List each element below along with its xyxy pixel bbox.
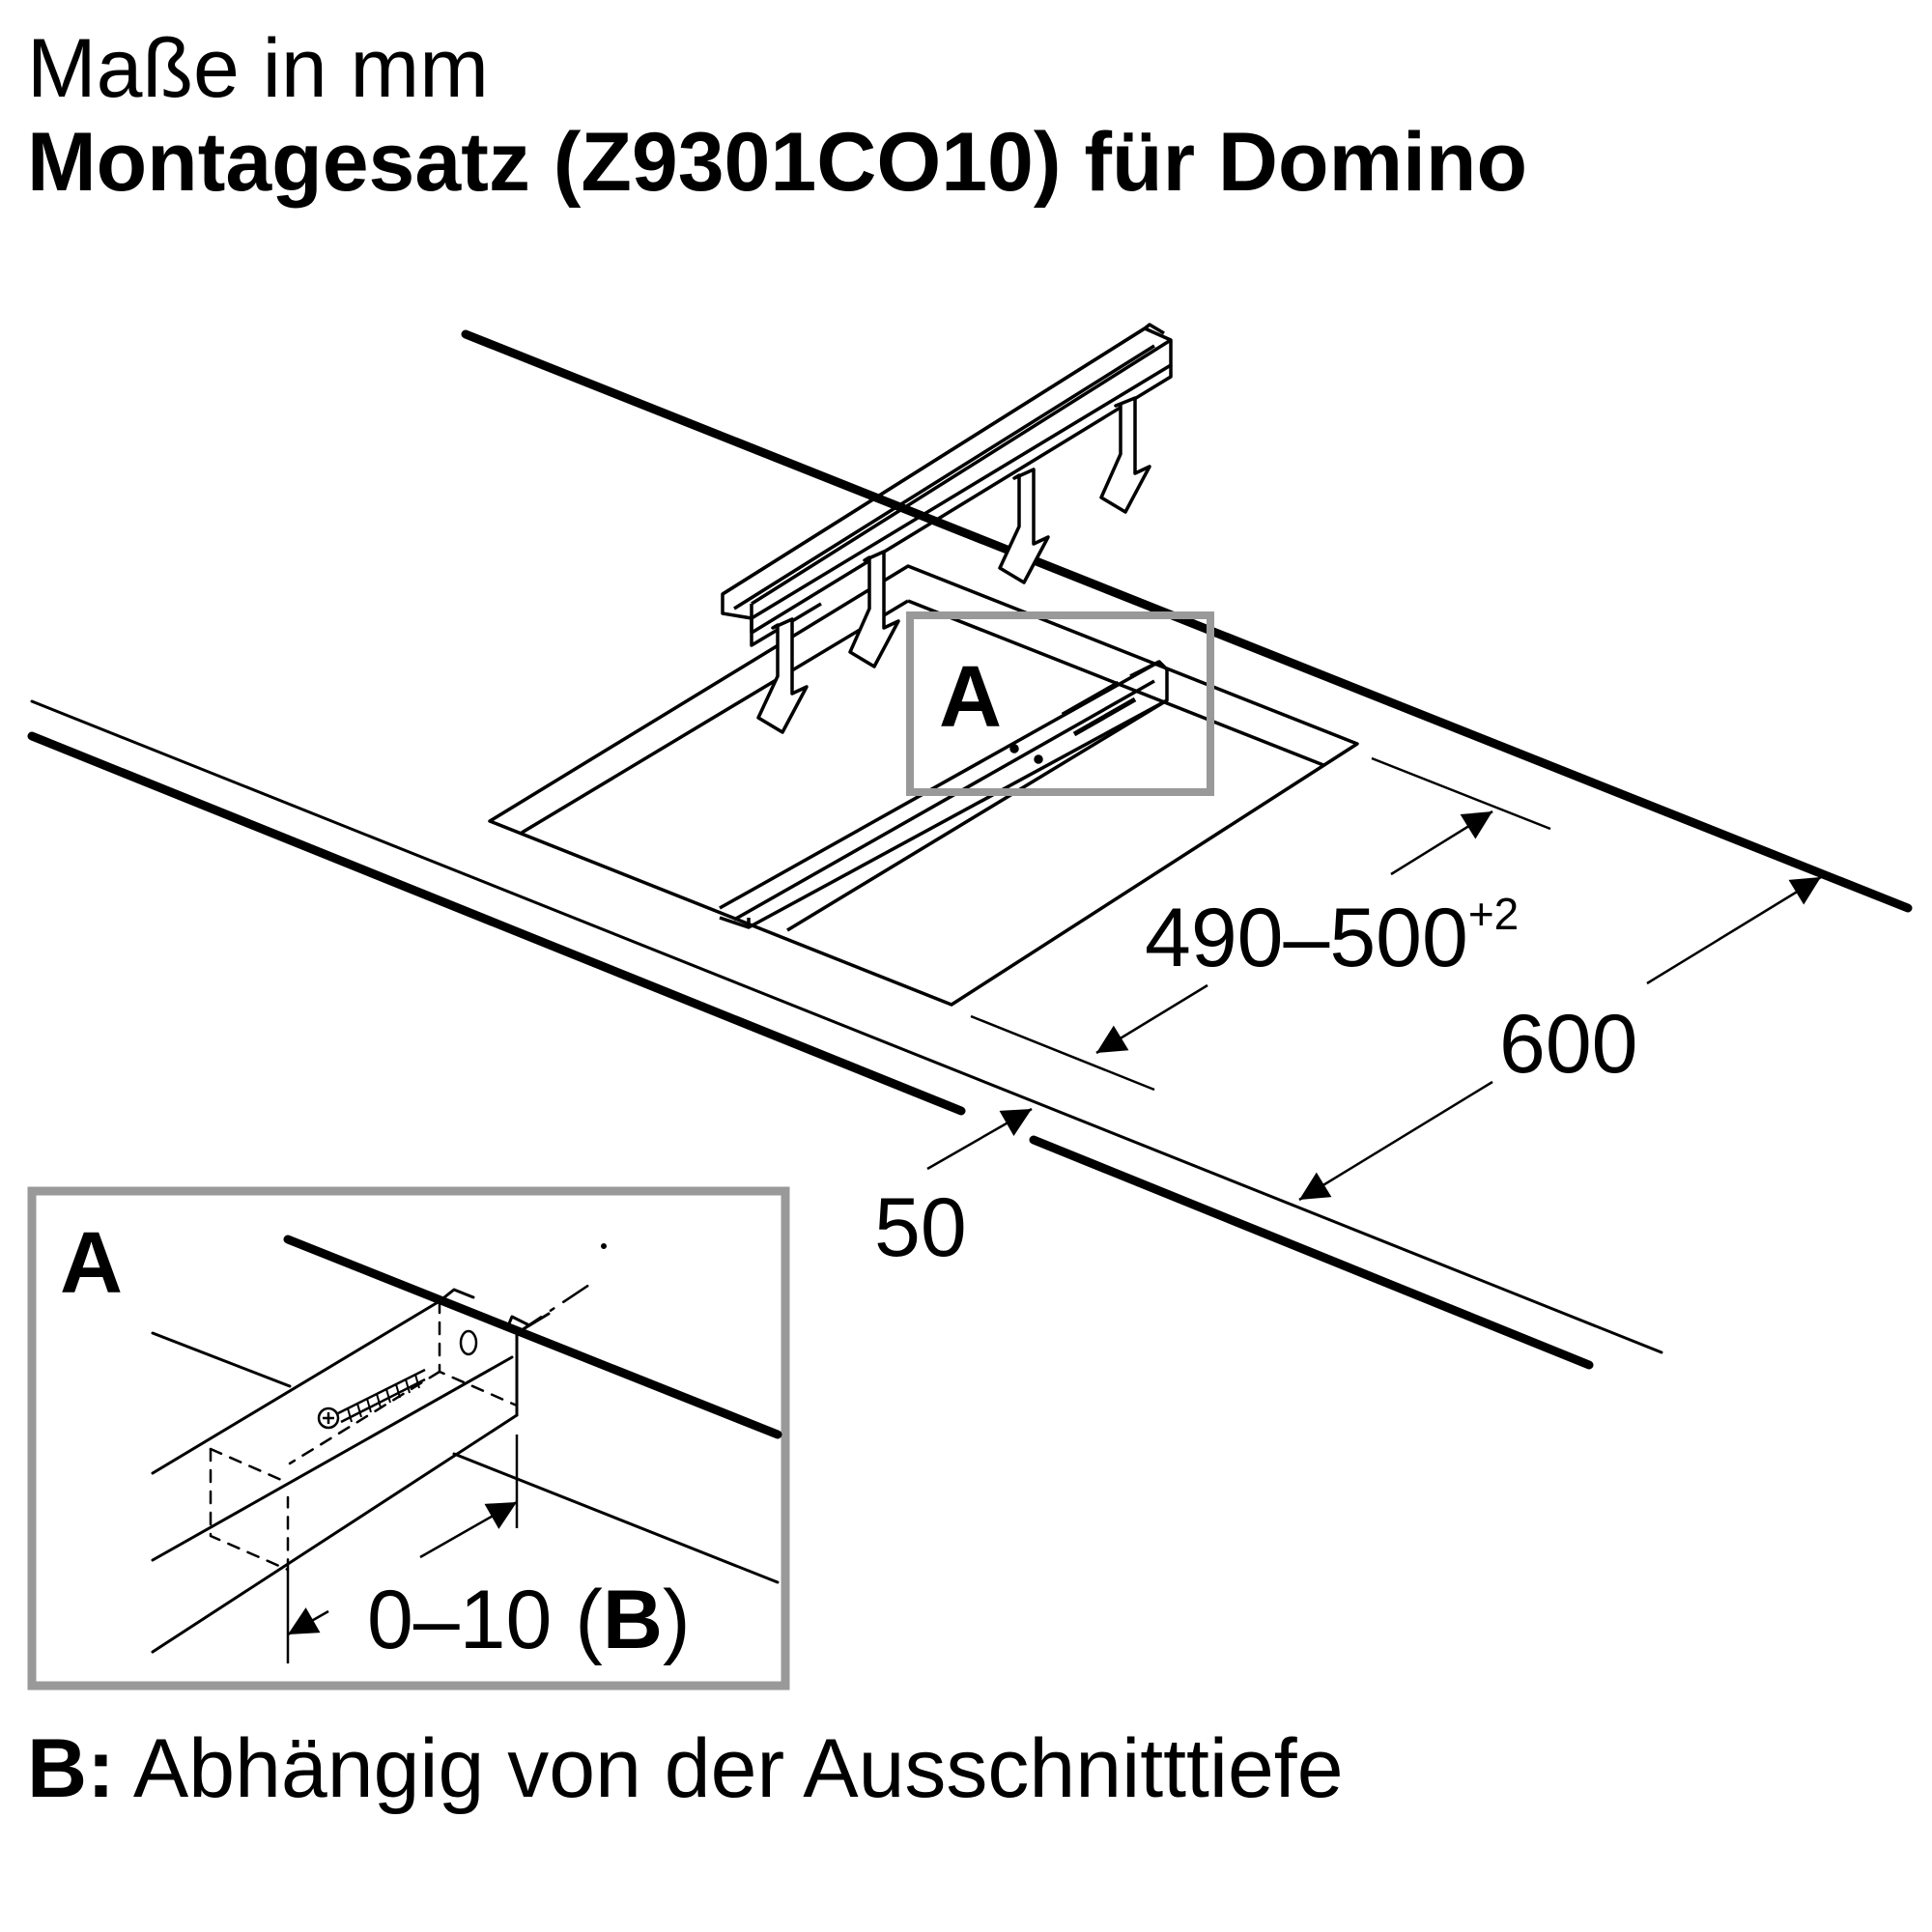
installed-profile-bar	[719, 660, 1169, 932]
cutout-inner-left	[521, 599, 909, 835]
units-caption: Maße in mm	[27, 22, 489, 115]
footnote-key: B:	[27, 1722, 115, 1815]
down-arrow-icon	[1099, 396, 1151, 514]
dim-offset-label: 0–10 (B)	[367, 1574, 691, 1666]
dim-countertop-depth	[1298, 875, 1822, 1202]
countertop-top-line	[30, 699, 1663, 1354]
cutout-outline	[488, 564, 1359, 1007]
down-arrow-icon	[998, 468, 1050, 584]
page-title: Montagesatz (Z9301CO10) für Domino	[27, 116, 1527, 209]
dim-tolerance: +2	[1468, 889, 1519, 939]
dim-countertop-depth-label: 600	[1499, 998, 1638, 1091]
down-arrow-icon	[756, 617, 809, 734]
down-arrow-icon	[848, 550, 900, 668]
detail-frame	[27, 1186, 790, 1690]
countertop-front-edge-left	[27, 731, 966, 1116]
detail-marker-frame	[906, 611, 1214, 796]
dim-front-edge-label: 50	[874, 1181, 967, 1274]
detail-marker-label: A	[939, 649, 1002, 746]
insert-arrows	[756, 396, 1151, 734]
mounting-bar	[721, 323, 1173, 647]
detail-title: A	[60, 1215, 123, 1312]
countertop	[27, 329, 1913, 1370]
footnote-text: Abhängig von der Ausschnitttiefe	[132, 1722, 1344, 1815]
countertop-front-edge-right	[1029, 1135, 1594, 1370]
dim-front-edge	[926, 1107, 1033, 1171]
dim-cutout-depth	[970, 756, 1551, 1092]
dim-cutout-depth-label: 490–500+2	[1145, 889, 1519, 984]
countertop-back-edge	[461, 329, 1913, 913]
detail-a: A	[27, 1186, 790, 1690]
screw-icon	[317, 1368, 426, 1430]
dim-offset-ref: B	[603, 1574, 663, 1666]
footnote: B: Abhängig von der Ausschnitttiefe	[27, 1727, 1344, 1810]
